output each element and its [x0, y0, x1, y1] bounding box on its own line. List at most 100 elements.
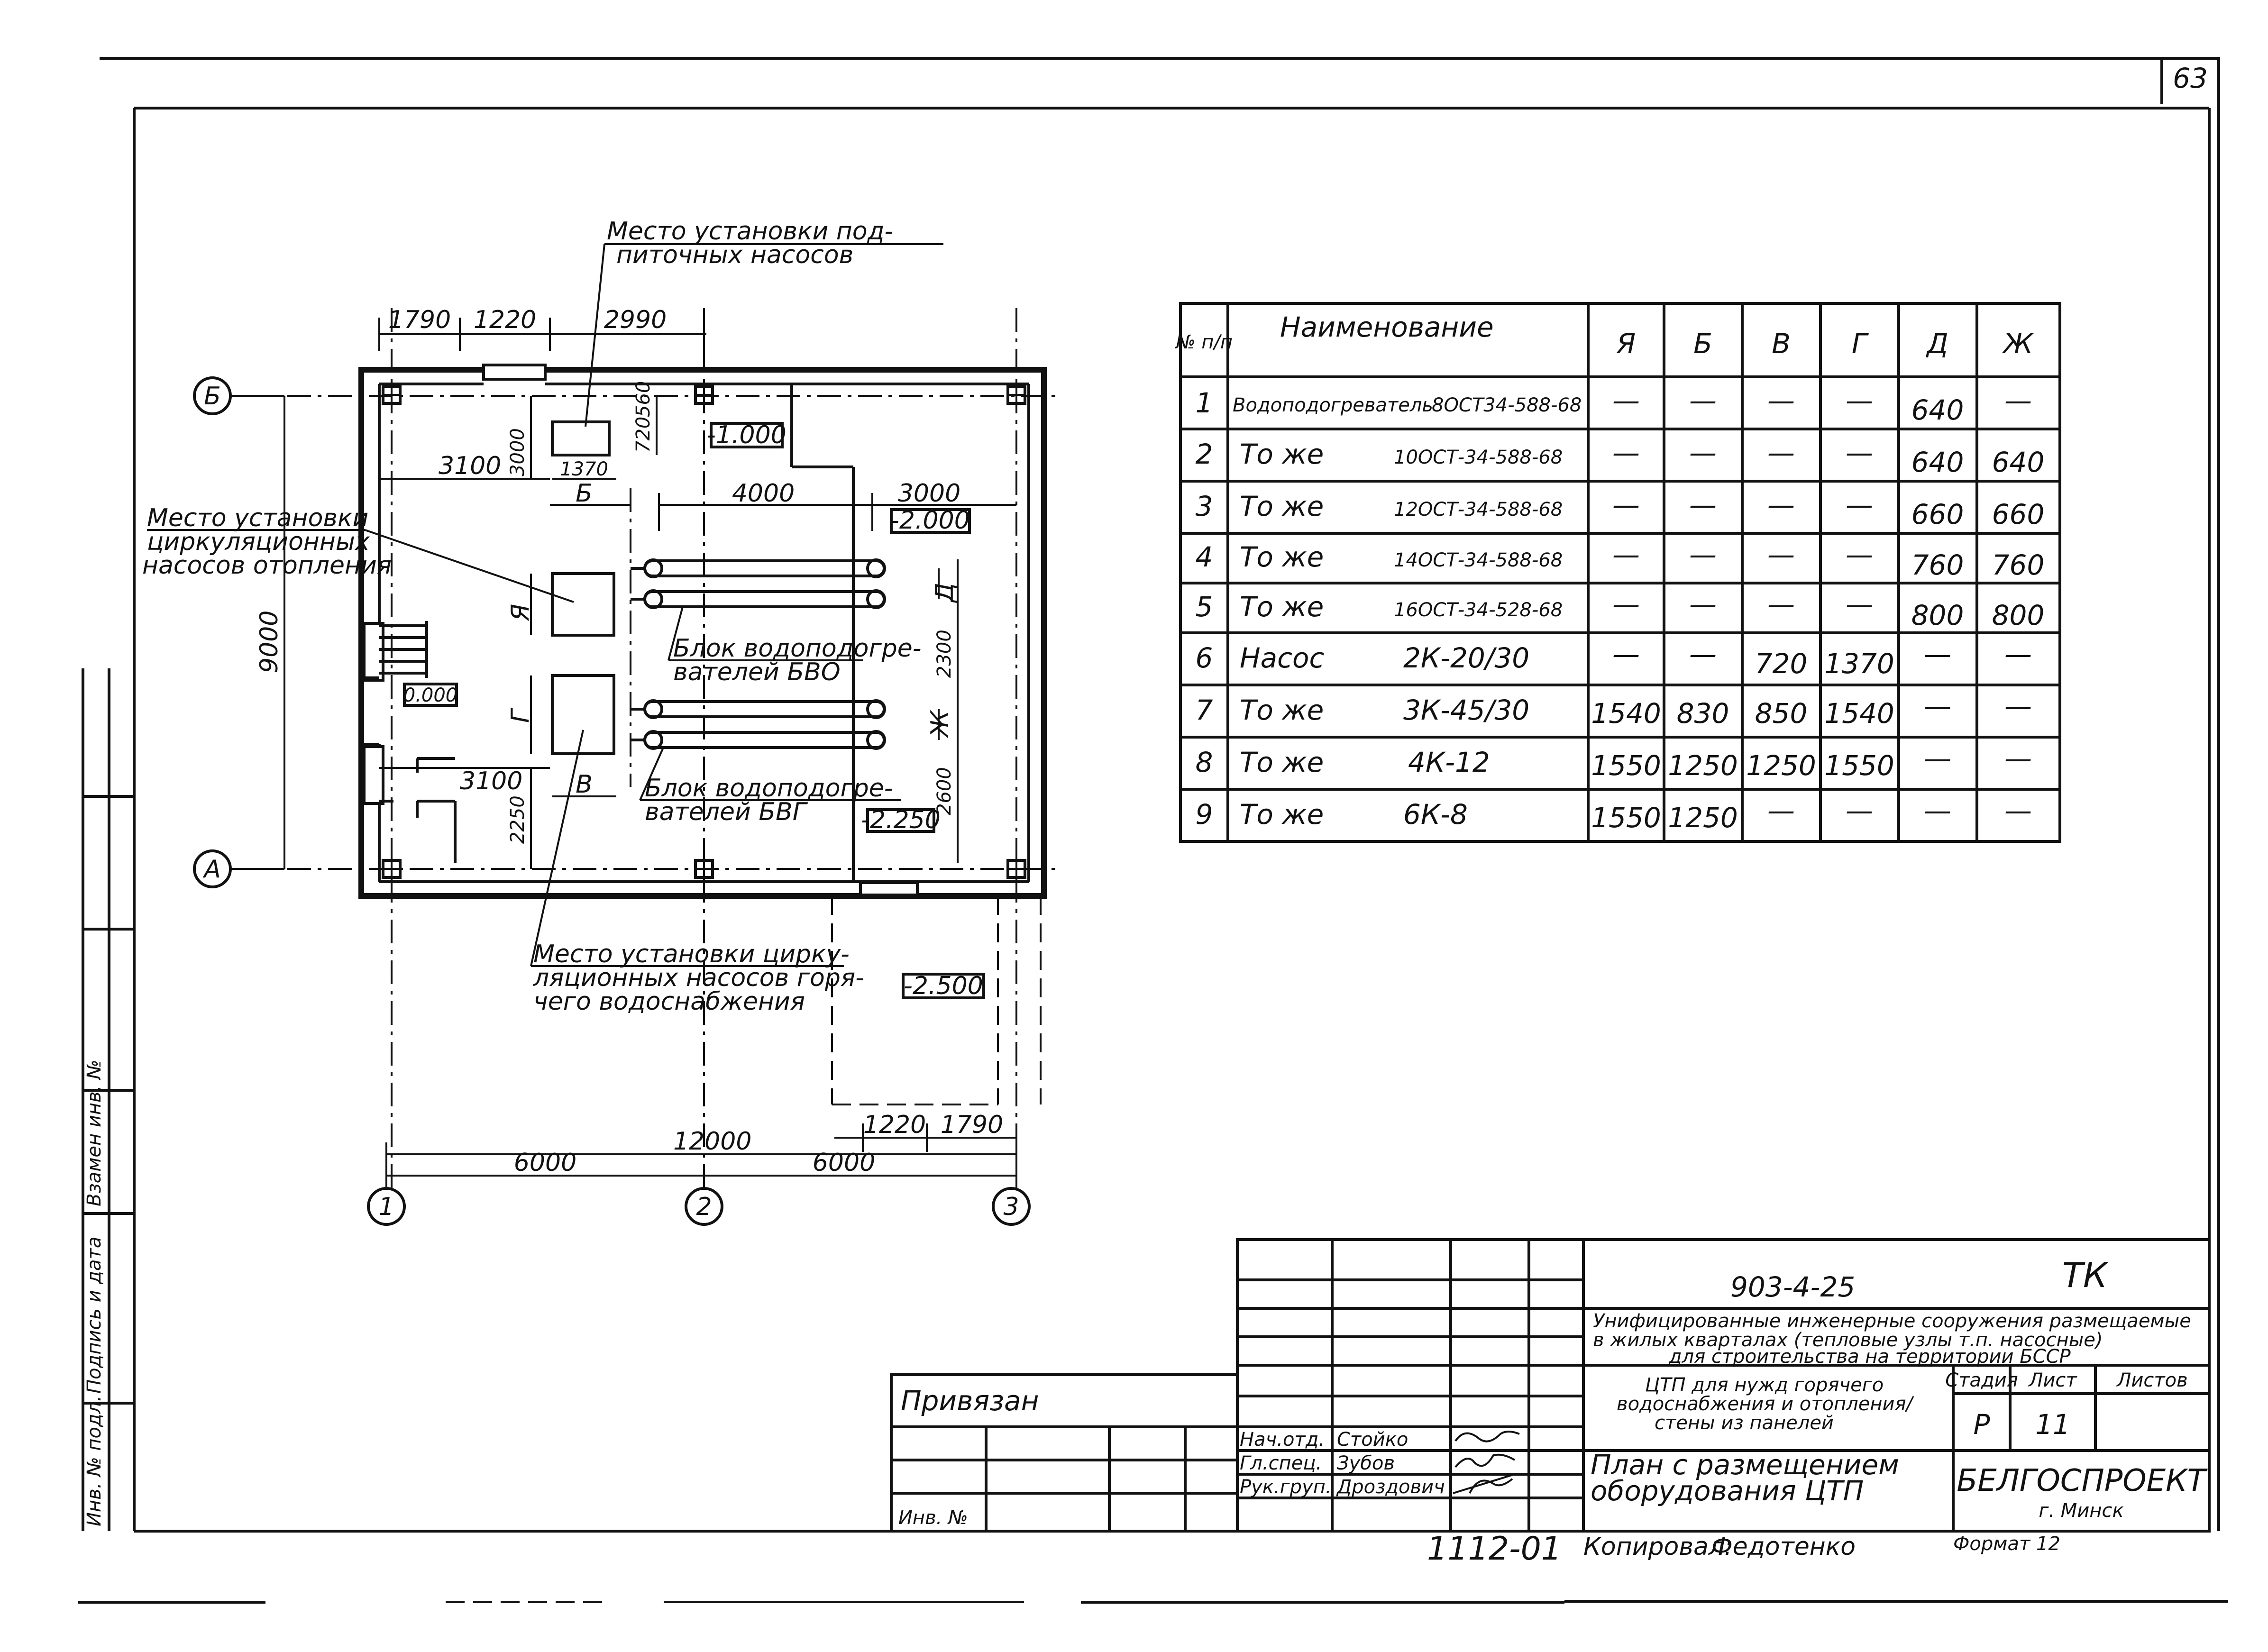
equipment-table: № п/п Наименование Я Б В Г Д Ж 1 Водопод… — [1175, 302, 2061, 843]
bvo-label-2: вателей БВО — [673, 658, 841, 686]
table-row: 3 То же 12ОСТ-34-588-68 — — — — 660 660 — [1196, 489, 2045, 530]
table-cell: 720 — [1755, 648, 1808, 680]
table-header-g: Г — [1852, 328, 1869, 360]
dim-1370: 1370 — [560, 458, 608, 480]
page-number: 63 — [2173, 62, 2208, 94]
table-cell: — — [2004, 794, 2032, 827]
table-cell: 1550 — [1591, 802, 1661, 834]
stage-header: Стадия — [1945, 1369, 2018, 1391]
table-row: 9 То же 6К-8 1550 1250 — — — — — [1196, 794, 2032, 834]
label-d: Д — [931, 583, 959, 603]
table-cell: 1540 — [1591, 697, 1661, 730]
title-1: ЦТП для нужд горячего — [1645, 1374, 1884, 1396]
table-cell: То же — [1240, 541, 1324, 573]
dim-1790-bottom: 1790 — [941, 1111, 1003, 1139]
side-vzam-inv: Взамен инв. № — [83, 1059, 105, 1206]
dim-1220-bottom: 1220 — [863, 1111, 926, 1139]
table-cell: — — [2004, 690, 2032, 722]
role-2: Гл.спец. — [1240, 1452, 1322, 1474]
table-cell: — — [1689, 489, 1717, 521]
makeup-pump-label-1: Место установки под- — [607, 217, 893, 246]
heating-circ-pump-area — [551, 572, 615, 637]
inv-no-label: Инв. № — [898, 1507, 968, 1529]
side-inv-podl: Инв. № подл. — [83, 1396, 105, 1526]
signature-3 — [1453, 1473, 1515, 1494]
axis-3-label: 3 — [1003, 1193, 1019, 1221]
table-cell: 1540 — [1824, 697, 1894, 730]
table-cell: 1250 — [1668, 749, 1738, 782]
dim-12000: 12000 — [673, 1127, 751, 1156]
copied-label: Копировал: — [1583, 1533, 1733, 1561]
table-cell: — — [1767, 538, 1795, 571]
side-sign-date: Подпись и дата — [83, 1237, 105, 1394]
level-0000: 0.000 — [403, 685, 458, 706]
dim-top-1220: 1220 — [474, 306, 536, 334]
table-cell: 850 — [1755, 697, 1808, 730]
table-cell: — — [1924, 690, 1951, 722]
table-cell: — — [1767, 588, 1795, 621]
dim-3000-vert: 3000 — [507, 428, 529, 476]
heater-block-bvg — [631, 699, 886, 750]
table-cell: То же — [1240, 798, 1324, 831]
makeup-pump-area — [551, 420, 611, 456]
table-cell: — — [1612, 588, 1640, 621]
table-cell: 16ОСТ-34-528-68 — [1394, 599, 1563, 621]
table-header-zh: Ж — [2002, 328, 2034, 360]
table-header-v: В — [1772, 328, 1791, 360]
circ-hw-label-1: Место установки цирку- — [533, 940, 850, 968]
org-name: БЕЛГОСПРОЕКТ — [1957, 1463, 2208, 1498]
table-row: 4 То же 14ОСТ-34-588-68 — — — — 760 760 — [1196, 538, 2045, 581]
table-row: 2 То же 10ОСТ-34-588-68 — — — — 640 640 — [1196, 437, 2045, 478]
table-cell: — — [1689, 538, 1717, 571]
table-cell: 3 — [1196, 490, 1213, 522]
table-cell: — — [1846, 588, 1873, 621]
table-cell: То же — [1240, 438, 1324, 470]
dim-560: 560 — [632, 381, 654, 417]
table-cell: 1370 — [1824, 648, 1894, 680]
title-block: Привязан Инв. № Нач.отд. Гл.спец. Рук.гр… — [890, 1238, 2211, 1533]
circ-heat-label-3: насосов отопления — [142, 551, 392, 580]
table-cell: 1550 — [1591, 749, 1661, 782]
label-zh: Ж — [926, 710, 954, 739]
title-3: стены из панелей — [1655, 1412, 1834, 1434]
table-cell: 800 — [1992, 599, 2045, 631]
title-2: водоснабжения и отопления/ — [1617, 1393, 1915, 1415]
desc-3: для строительства на территории БССР — [1668, 1346, 2071, 1368]
table-cell: 10ОСТ-34-588-68 — [1394, 447, 1563, 468]
circ-hw-label-3: чего водоснабжения — [533, 987, 805, 1016]
table-header-n: № п/п — [1175, 331, 1233, 353]
table-cell: 7 — [1196, 694, 1213, 726]
dim-3100-top: 3100 — [439, 452, 501, 480]
signature-1 — [1454, 1431, 1520, 1442]
privyazan-label: Привязан — [901, 1385, 1039, 1417]
table-header-b: Б — [1693, 328, 1712, 360]
dim-4000: 4000 — [732, 479, 795, 508]
table-cell: То же — [1240, 490, 1324, 522]
table-cell: — — [1767, 384, 1795, 417]
dim-9000: 9000 — [255, 611, 284, 673]
table-cell: — — [1689, 437, 1717, 469]
level-m2500: -2.500 — [904, 972, 983, 1000]
name-1: Стойко — [1337, 1429, 1408, 1451]
table-cell: 14ОСТ-34-588-68 — [1394, 549, 1563, 571]
table-cell: — — [1612, 489, 1640, 521]
table-cell: — — [1924, 638, 1951, 670]
archive-number: 1112-01 — [1427, 1530, 1562, 1568]
table-cell: — — [2004, 742, 2032, 775]
makeup-pump-label-2: питочных насосов — [616, 241, 853, 269]
dim-720: 720 — [632, 417, 654, 453]
dim-3100-bottom: 3100 — [460, 767, 522, 795]
table-cell: 3К-45/30 — [1403, 694, 1529, 726]
axis-a-label: А — [202, 855, 221, 884]
level-m1000: -1.000 — [707, 421, 786, 449]
table-cell: — — [1767, 489, 1795, 521]
doc-code: 903-4-25 — [1730, 1271, 1855, 1303]
table-cell: — — [1846, 437, 1873, 469]
table-cell: То же — [1240, 746, 1324, 778]
hw-circ-pump-area — [551, 674, 615, 755]
floor-plan: Б А 1 2 3 1790 1220 2990 Место установки… — [142, 217, 1057, 1226]
table-cell: 2 — [1196, 438, 1213, 470]
heater-block-bvo — [631, 558, 886, 609]
table-cell: 8 — [1196, 746, 1213, 778]
table-cell: 9 — [1196, 798, 1213, 831]
